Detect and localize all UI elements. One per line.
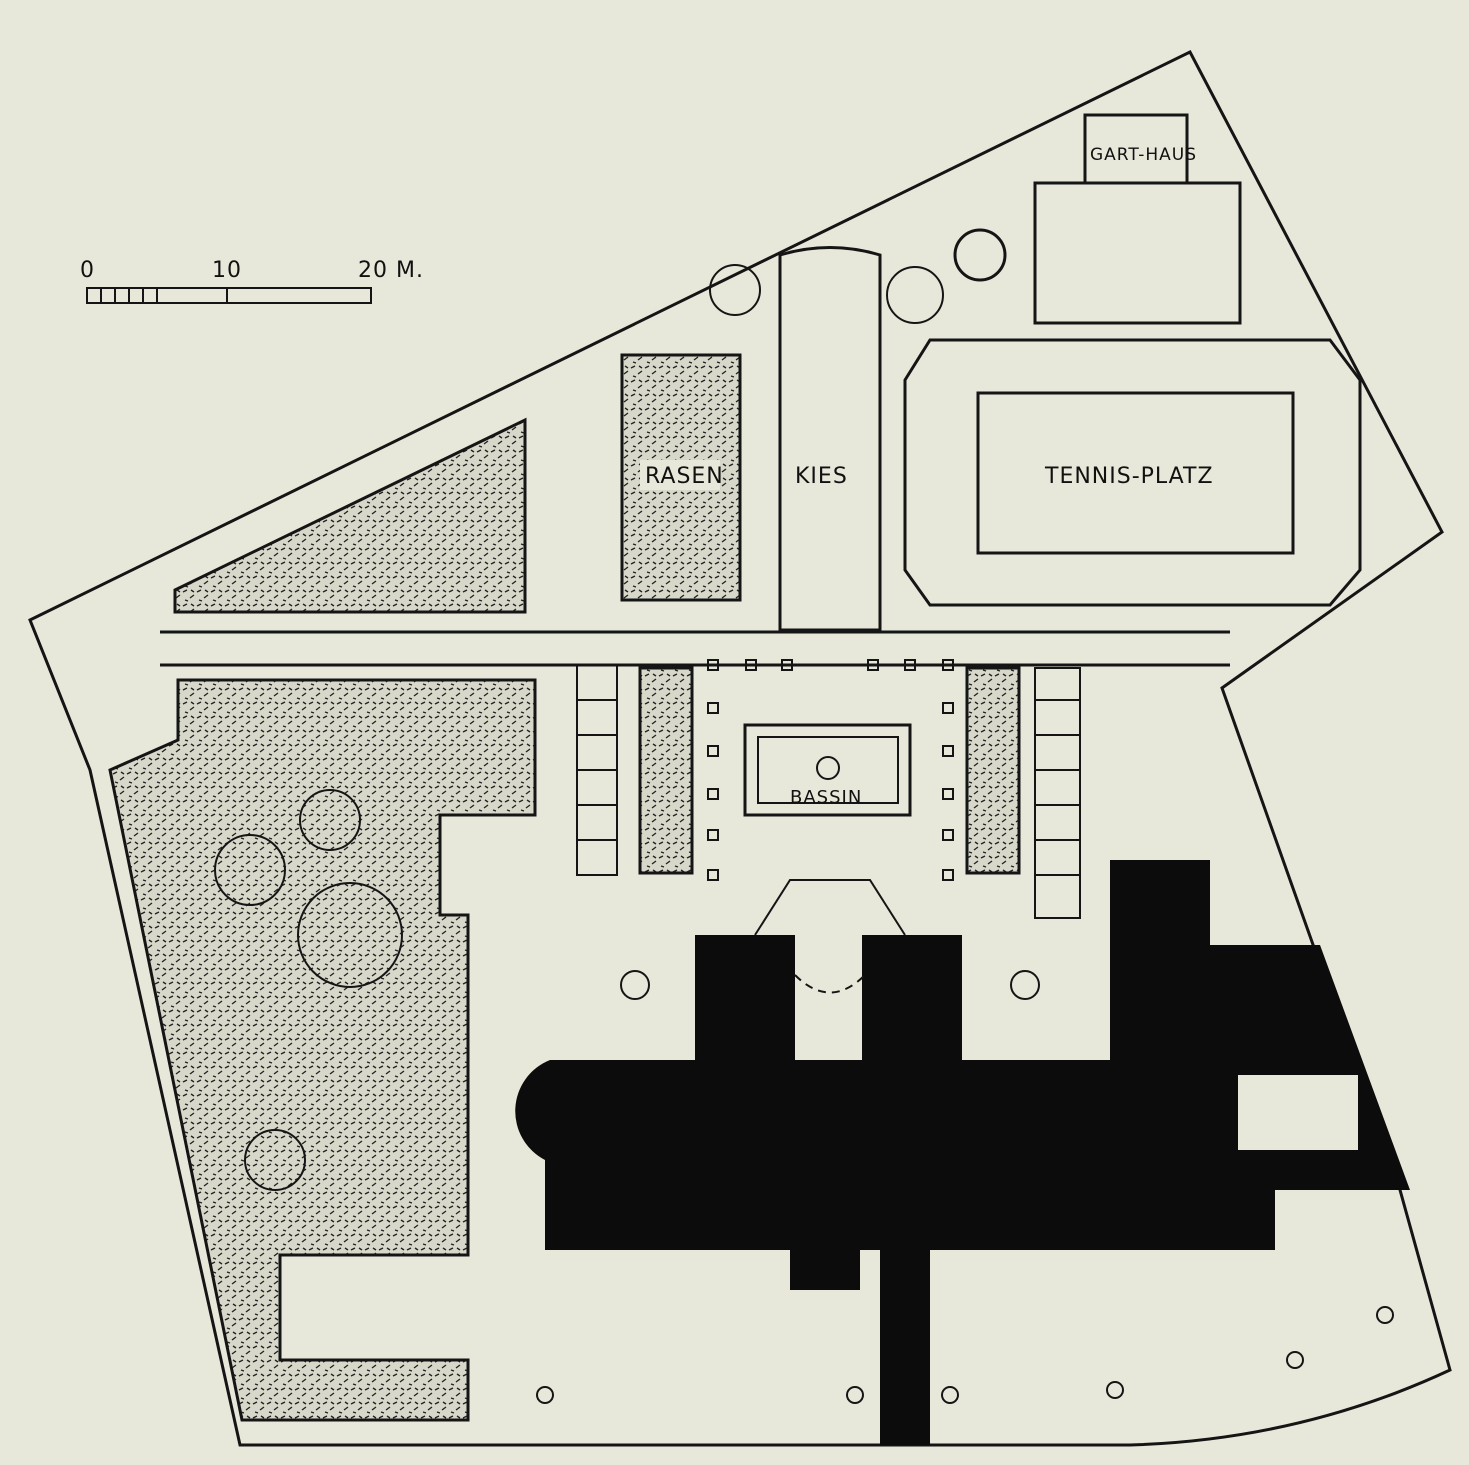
scale-tick-20: 20 M. [358, 258, 424, 283]
scale-tick-10: 10 [212, 258, 242, 283]
basin-label: BASSIN [790, 787, 862, 808]
site-boundary [28, 50, 1452, 1447]
triangle-lawn [173, 417, 527, 614]
lawn-label: RASEN [645, 464, 724, 489]
garden-pavilion [953, 228, 1007, 282]
tennis-court-label: TENNIS-PLATZ [1044, 464, 1214, 489]
garden-house [1083, 113, 1189, 192]
garden-house-terrace [1033, 181, 1242, 325]
garden-house-label: GART-HAUS [1090, 145, 1197, 165]
gravel-path [778, 246, 882, 632]
main-house [515, 860, 1410, 1445]
scale-tick-0: 0 [80, 258, 95, 283]
trellis-west [576, 664, 618, 876]
flower-bed-west [638, 666, 694, 875]
trees [214, 264, 1394, 1404]
trellis-east [1034, 667, 1081, 919]
fountain [816, 756, 840, 780]
terrace-steps [754, 879, 906, 936]
basin-water [757, 736, 899, 804]
gravel-label: KIES [795, 464, 848, 489]
scale-bar [86, 287, 372, 304]
colonnade [707, 659, 954, 881]
main-path [160, 630, 1230, 667]
basin-frame [743, 723, 912, 817]
flower-bed-east [965, 666, 1021, 875]
tennis-court [976, 391, 1295, 555]
